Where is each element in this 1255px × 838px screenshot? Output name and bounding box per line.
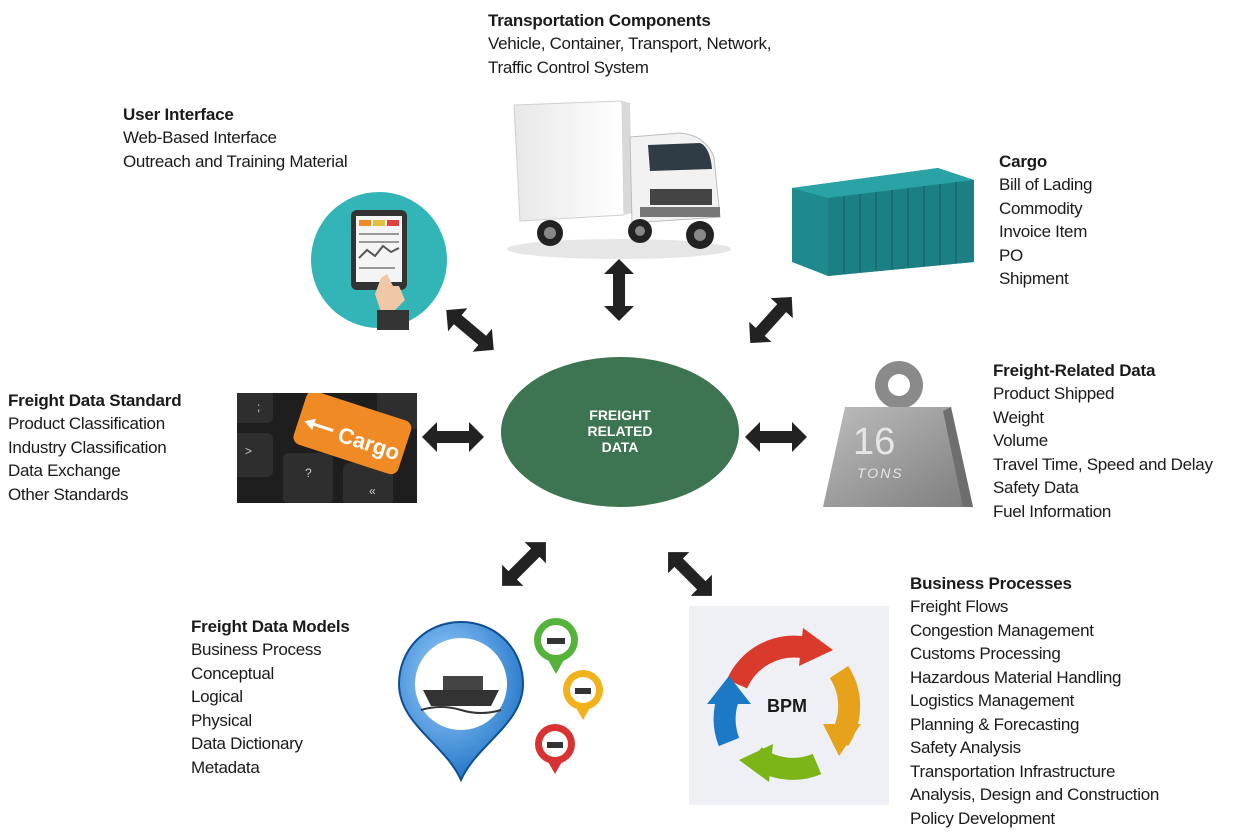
block-line: Hazardous Material Handling xyxy=(910,667,1122,687)
block-title: Freight Data Standard xyxy=(8,391,182,410)
user-interface-image xyxy=(311,192,447,330)
cargo-block: Cargo Bill of Lading Commodity Invoice I… xyxy=(999,151,1092,291)
block-line: Business Process xyxy=(191,640,322,659)
container-image xyxy=(792,168,974,276)
bpm-label: BPM xyxy=(767,696,807,716)
block-line: Analysis, Design and Construction xyxy=(910,785,1160,804)
block-line: Logical xyxy=(191,687,243,706)
block-line: Transportation Infrastructure xyxy=(910,761,1116,781)
block-line: Metadata xyxy=(191,757,260,777)
weight-image: 16 TONS xyxy=(817,355,977,510)
freight-data-standard-block: Freight Data Standard Product Classifica… xyxy=(8,390,182,506)
freight-related-data-block: Freight-Related Data Product Shipped Wei… xyxy=(993,360,1213,523)
block-title: Business Processes xyxy=(910,574,1072,593)
keyboard-image: ; > ? « Cargo xyxy=(237,393,417,503)
center-label-line: DATA xyxy=(602,439,639,455)
center-node: FREIGHT RELATED DATA xyxy=(501,357,739,507)
user-interface-block: User Interface Web-Based Interface Outre… xyxy=(123,104,348,173)
weight-unit: TONS xyxy=(857,465,904,481)
svg-text:>: > xyxy=(245,444,252,458)
block-title: Freight-Related Data xyxy=(993,361,1156,380)
block-line: Commodity xyxy=(999,198,1083,218)
block-line: Logistics Management xyxy=(910,691,1075,710)
block-line: Planning & Forecasting xyxy=(910,714,1080,734)
block-line: Policy Development xyxy=(910,808,1055,828)
center-label-line: FREIGHT xyxy=(589,407,651,423)
block-line: Traffic Control System xyxy=(488,57,649,77)
block-line: Weight xyxy=(993,407,1044,427)
svg-text:;: ; xyxy=(257,400,260,414)
block-line: PO xyxy=(999,245,1023,265)
block-title: Cargo xyxy=(999,152,1048,171)
block-line: Data Exchange xyxy=(8,461,121,480)
block-line: Invoice Item xyxy=(999,222,1088,241)
freight-data-models-block: Freight Data Models Business Process Con… xyxy=(191,616,350,779)
block-line: Travel Time, Speed and Delay xyxy=(993,454,1213,474)
svg-text:«: « xyxy=(369,484,376,498)
block-line: Web-Based Interface xyxy=(123,128,277,147)
block-line: Outreach and Training Material xyxy=(123,151,348,171)
block-line: Other Standards xyxy=(8,484,129,504)
svg-text:?: ? xyxy=(305,466,312,480)
block-title: Freight Data Models xyxy=(191,617,350,636)
block-line: Safety Data xyxy=(993,478,1079,497)
business-processes-block: Business Processes Freight Flows Congest… xyxy=(910,573,1159,830)
block-line: Physical xyxy=(191,710,252,730)
block-line: Industry Classification xyxy=(8,437,167,457)
weight-number: 16 xyxy=(853,421,896,463)
map-pins-image xyxy=(397,618,603,783)
bpm-image: BPM xyxy=(689,606,889,805)
block-line: Freight Flows xyxy=(910,597,1009,616)
center-label-line: RELATED xyxy=(587,423,652,439)
transportation-components-block: Transportation Components Vehicle, Conta… xyxy=(488,10,771,79)
block-line: Product Shipped xyxy=(993,384,1115,403)
block-line: Safety Analysis xyxy=(910,738,1021,757)
block-title: Transportation Components xyxy=(488,11,711,30)
block-line: Shipment xyxy=(999,269,1069,288)
block-line: Customs Processing xyxy=(910,644,1061,663)
block-line: Data Dictionary xyxy=(191,734,303,753)
block-line: Congestion Management xyxy=(910,620,1094,640)
block-line: Volume xyxy=(993,431,1048,450)
block-line: Fuel Information xyxy=(993,501,1112,521)
block-line: Conceptual xyxy=(191,663,275,683)
truck-image xyxy=(507,100,731,259)
block-line: Vehicle, Container, Transport, Network, xyxy=(488,34,772,53)
block-title: User Interface xyxy=(123,105,234,124)
block-line: Product Classification xyxy=(8,414,165,433)
block-line: Bill of Lading xyxy=(999,175,1093,194)
